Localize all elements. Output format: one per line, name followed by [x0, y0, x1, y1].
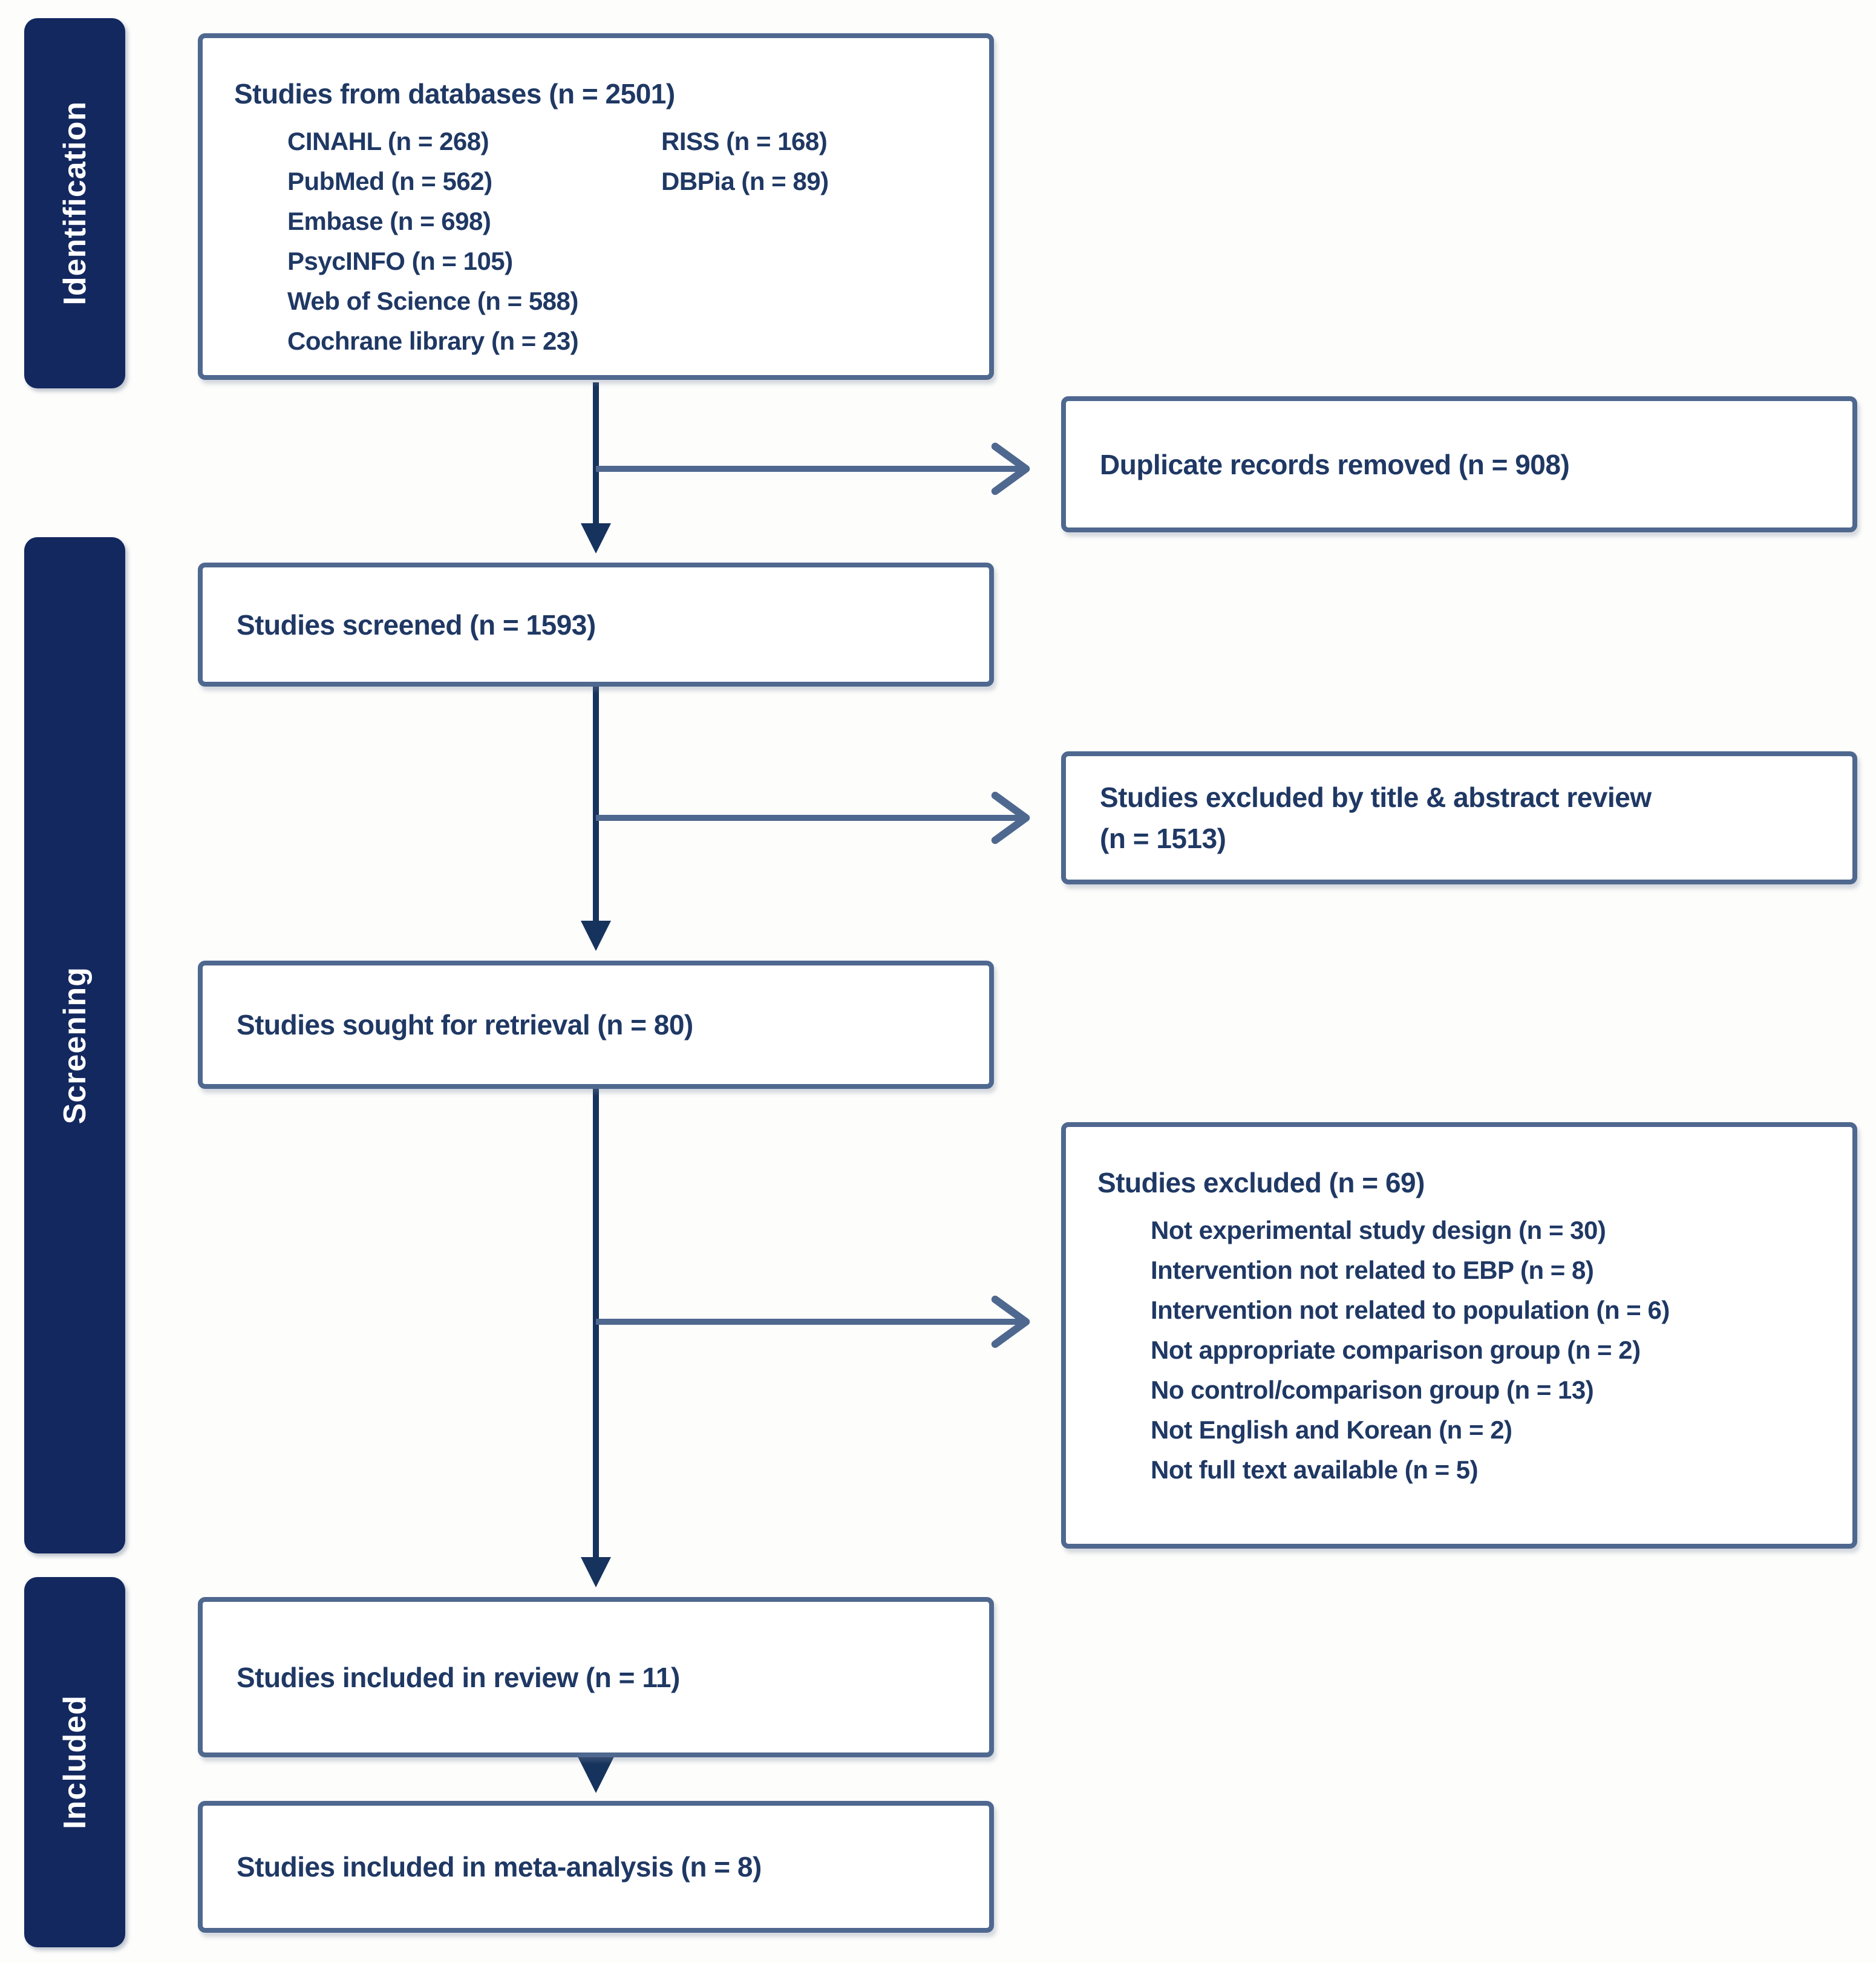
stage-label-included: Included — [57, 1695, 93, 1829]
databases-title: Studies from databases (n = 2501) — [234, 78, 675, 109]
box-duplicate-records-removed: Duplicate records removed (n = 908) — [1061, 396, 1857, 532]
included-meta-label: Studies included in meta-analysis (n = 8… — [237, 1851, 762, 1883]
stage-bar-included: Included — [24, 1577, 125, 1947]
databases-right-column: RISS (n = 168) DBPia (n = 89) — [661, 122, 829, 361]
database-item: CINAHL (n = 268) — [287, 127, 489, 155]
exclusion-reason: No control/comparison group (n = 13) — [1151, 1376, 1594, 1404]
screened-label: Studies screened (n = 1593) — [237, 609, 596, 641]
database-item: RISS (n = 168) — [661, 127, 828, 155]
databases-columns: CINAHL (n = 268) PubMed (n = 562) Embase… — [287, 122, 971, 361]
box-studies-sought-retrieval: Studies sought for retrieval (n = 80) — [198, 961, 994, 1089]
excluded-title-abstract-line1: Studies excluded by title & abstract rev… — [1100, 782, 1652, 813]
exclusion-reason: Not appropriate comparison group (n = 2) — [1151, 1336, 1641, 1364]
database-item: PsycINFO (n = 105) — [287, 247, 513, 275]
box-studies-excluded-fulltext: Studies excluded (n = 69) Not experiment… — [1061, 1122, 1857, 1549]
stage-bar-screening: Screening — [24, 537, 125, 1553]
database-item: Embase (n = 698) — [287, 207, 491, 235]
sought-retrieval-label: Studies sought for retrieval (n = 80) — [237, 1009, 693, 1040]
database-item: Web of Science (n = 588) — [287, 287, 578, 315]
database-item: PubMed (n = 562) — [287, 167, 492, 195]
exclusion-reason: Not experimental study design (n = 30) — [1151, 1216, 1606, 1244]
exclusion-reason: Not English and Korean (n = 2) — [1151, 1416, 1512, 1444]
excluded-fulltext-title: Studies excluded (n = 69) — [1097, 1167, 1425, 1198]
database-item: Cochrane library (n = 23) — [287, 327, 579, 355]
box-studies-screened: Studies screened (n = 1593) — [198, 563, 994, 687]
exclusion-reason: Intervention not related to population (… — [1151, 1296, 1670, 1324]
box-studies-from-databases: Studies from databases (n = 2501) CINAHL… — [198, 33, 994, 380]
excluded-fulltext-items: Not experimental study design (n = 30) I… — [1151, 1210, 1834, 1490]
exclusion-reason: Intervention not related to EBP (n = 8) — [1151, 1256, 1594, 1284]
box-excluded-title-abstract: Studies excluded by title & abstract rev… — [1061, 751, 1857, 884]
stage-bar-identification: Identification — [24, 18, 125, 388]
stage-label-identification: Identification — [57, 101, 93, 305]
included-review-label: Studies included in review (n = 11) — [237, 1661, 680, 1693]
duplicates-removed-label: Duplicate records removed (n = 908) — [1100, 448, 1570, 480]
databases-left-column: CINAHL (n = 268) PubMed (n = 562) Embase… — [287, 122, 661, 361]
excluded-title-abstract-line2: (n = 1513) — [1100, 823, 1226, 854]
stage-label-screening: Screening — [57, 966, 93, 1125]
database-item: DBPia (n = 89) — [661, 167, 829, 195]
box-studies-included-meta-analysis: Studies included in meta-analysis (n = 8… — [198, 1801, 994, 1933]
box-studies-included-review: Studies included in review (n = 11) — [198, 1597, 994, 1757]
exclusion-reason: Not full text available (n = 5) — [1151, 1455, 1479, 1484]
